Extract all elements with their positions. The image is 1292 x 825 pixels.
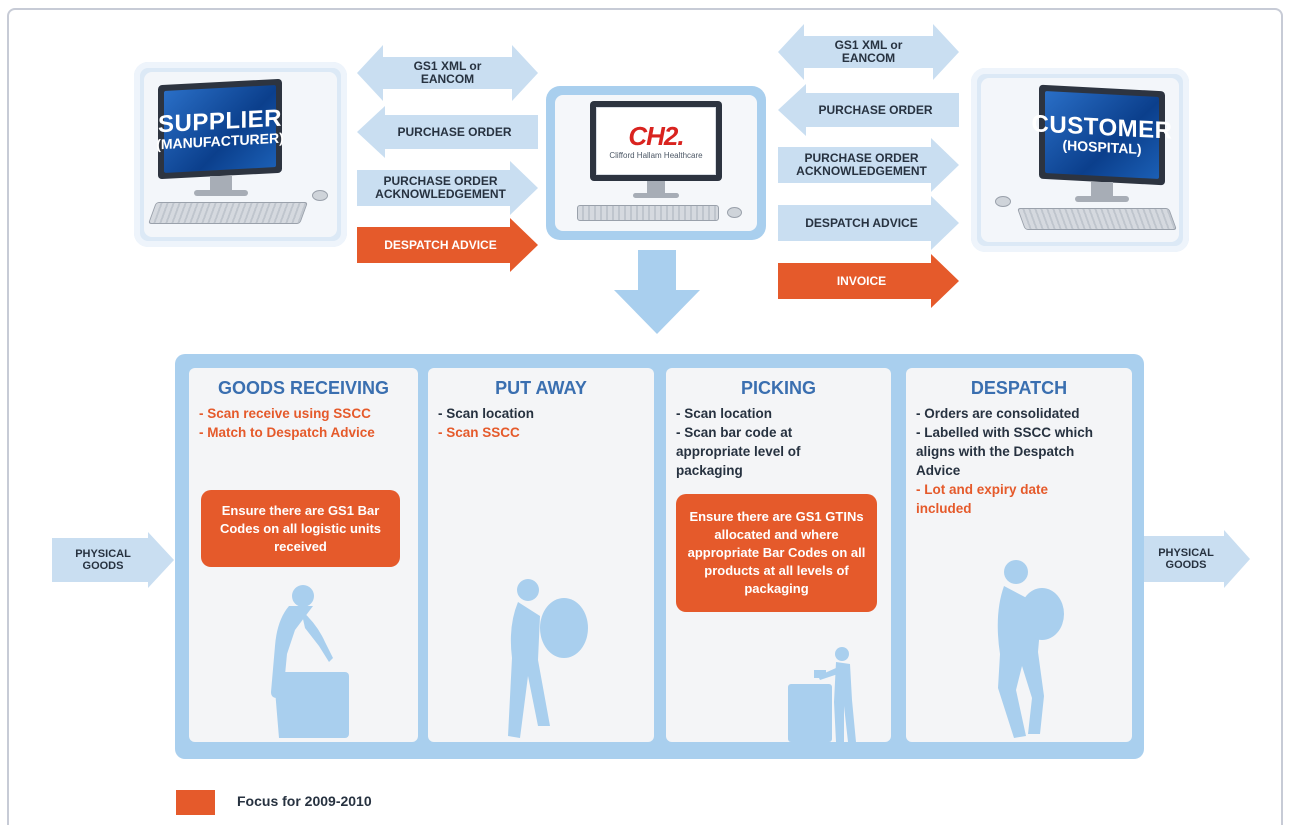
worker-picking-icon bbox=[784, 646, 864, 742]
keyboard-icon bbox=[147, 202, 309, 224]
arrow-purchase-order-left: PURCHASE ORDER bbox=[357, 106, 538, 158]
arrow-label: PURCHASE ORDER bbox=[383, 174, 498, 188]
column-put-away: PUT AWAY - Scan location - Scan SSCC bbox=[428, 368, 654, 742]
arrow-label: PURCHASE ORDER bbox=[804, 151, 919, 165]
ch2-computer: CH2. Clifford Hallam Healthcare bbox=[546, 86, 766, 240]
column-goods-receiving: GOODS RECEIVING - Scan receive using SSC… bbox=[189, 368, 418, 742]
arrow-label: DESPATCH ADVICE bbox=[805, 215, 918, 230]
column-line: - Labelled with SSCC which bbox=[916, 425, 1094, 440]
column-despatch: DESPATCH - Orders are consolidated - Lab… bbox=[906, 368, 1132, 742]
arrow-label: GOODS bbox=[82, 560, 124, 572]
column-line: - Scan bar code at bbox=[676, 425, 793, 440]
arrow-label: GOODS bbox=[1165, 559, 1207, 571]
mouse-icon bbox=[727, 207, 742, 218]
column-line: - Scan location bbox=[676, 406, 773, 421]
column-title: PICKING bbox=[740, 378, 816, 398]
arrow-label: ACKNOWLEDGEMENT bbox=[375, 187, 506, 201]
column-line: - Orders are consolidated bbox=[916, 406, 1080, 421]
arrow-label: PHYSICAL bbox=[75, 548, 131, 560]
arrow-label: GS1 XML or bbox=[834, 38, 903, 52]
legend-swatch bbox=[176, 790, 215, 815]
column-line: appropriate level of bbox=[676, 444, 801, 459]
arrow-label: PURCHASE ORDER bbox=[818, 102, 933, 117]
column-line: Advice bbox=[916, 463, 961, 478]
mouse-icon bbox=[995, 196, 1011, 207]
focus-callout: Ensure there are GS1 Bar Codes on all lo… bbox=[201, 490, 400, 567]
column-line: - Scan location bbox=[438, 406, 535, 421]
arrow-despatch-advice-left: DESPATCH ADVICE bbox=[357, 218, 538, 272]
column-line: packaging bbox=[676, 463, 743, 478]
supplier-computer: SUPPLIER (MANUFACTURER) bbox=[134, 62, 347, 247]
customer-computer: CUSTOMER (HOSPITAL) bbox=[971, 68, 1189, 252]
arrow-label: DESPATCH ADVICE bbox=[384, 237, 497, 252]
legend-label: Focus for 2009-2010 bbox=[237, 793, 372, 809]
arrow-invoice: INVOICE bbox=[778, 254, 959, 308]
arrow-label: EANCOM bbox=[420, 72, 475, 86]
customer-sublabel: (HOSPITAL) bbox=[1062, 137, 1142, 158]
worker-walking-icon bbox=[980, 558, 1080, 742]
arrow-label: GS1 XML or bbox=[413, 59, 482, 73]
ch2-subtitle: Clifford Hallam Healthcare bbox=[609, 150, 703, 160]
arrow-label: INVOICE bbox=[836, 273, 887, 288]
column-line: aligns with the Despatch bbox=[916, 444, 1075, 459]
keyboard-icon bbox=[1016, 208, 1178, 230]
mouse-icon bbox=[312, 190, 328, 201]
column-line: - Scan receive using SSCC bbox=[199, 406, 371, 421]
arrow-label: ACKNOWLEDGEMENT bbox=[796, 164, 927, 178]
diagram-frame bbox=[7, 8, 1283, 825]
arrow-purchase-order-right: PURCHASE ORDER bbox=[778, 84, 959, 136]
down-arrow bbox=[614, 250, 700, 334]
column-title: PUT AWAY bbox=[495, 378, 587, 398]
ch2-logo: CH2. bbox=[628, 120, 684, 151]
arrow-despatch-advice-right: DESPATCH ADVICE bbox=[778, 196, 959, 250]
column-line: - Match to Despatch Advice bbox=[199, 425, 375, 440]
column-picking: PICKING - Scan location - Scan bar code … bbox=[666, 368, 891, 742]
focus-callout: Ensure there are GS1 GTINs allocated and… bbox=[676, 494, 877, 612]
column-line: - Scan SSCC bbox=[438, 425, 520, 440]
column-line: - Lot and expiry date bbox=[916, 482, 1049, 497]
keyboard-icon bbox=[577, 205, 719, 221]
column-title: GOODS RECEIVING bbox=[217, 378, 390, 398]
column-title: DESPATCH bbox=[970, 378, 1068, 398]
worker-carrying-icon bbox=[488, 576, 598, 742]
arrow-label: EANCOM bbox=[841, 51, 896, 65]
arrow-label: PURCHASE ORDER bbox=[397, 124, 512, 139]
arrow-label: PHYSICAL bbox=[1158, 547, 1214, 559]
worker-bending-icon bbox=[241, 580, 371, 740]
column-line: included bbox=[916, 501, 972, 516]
